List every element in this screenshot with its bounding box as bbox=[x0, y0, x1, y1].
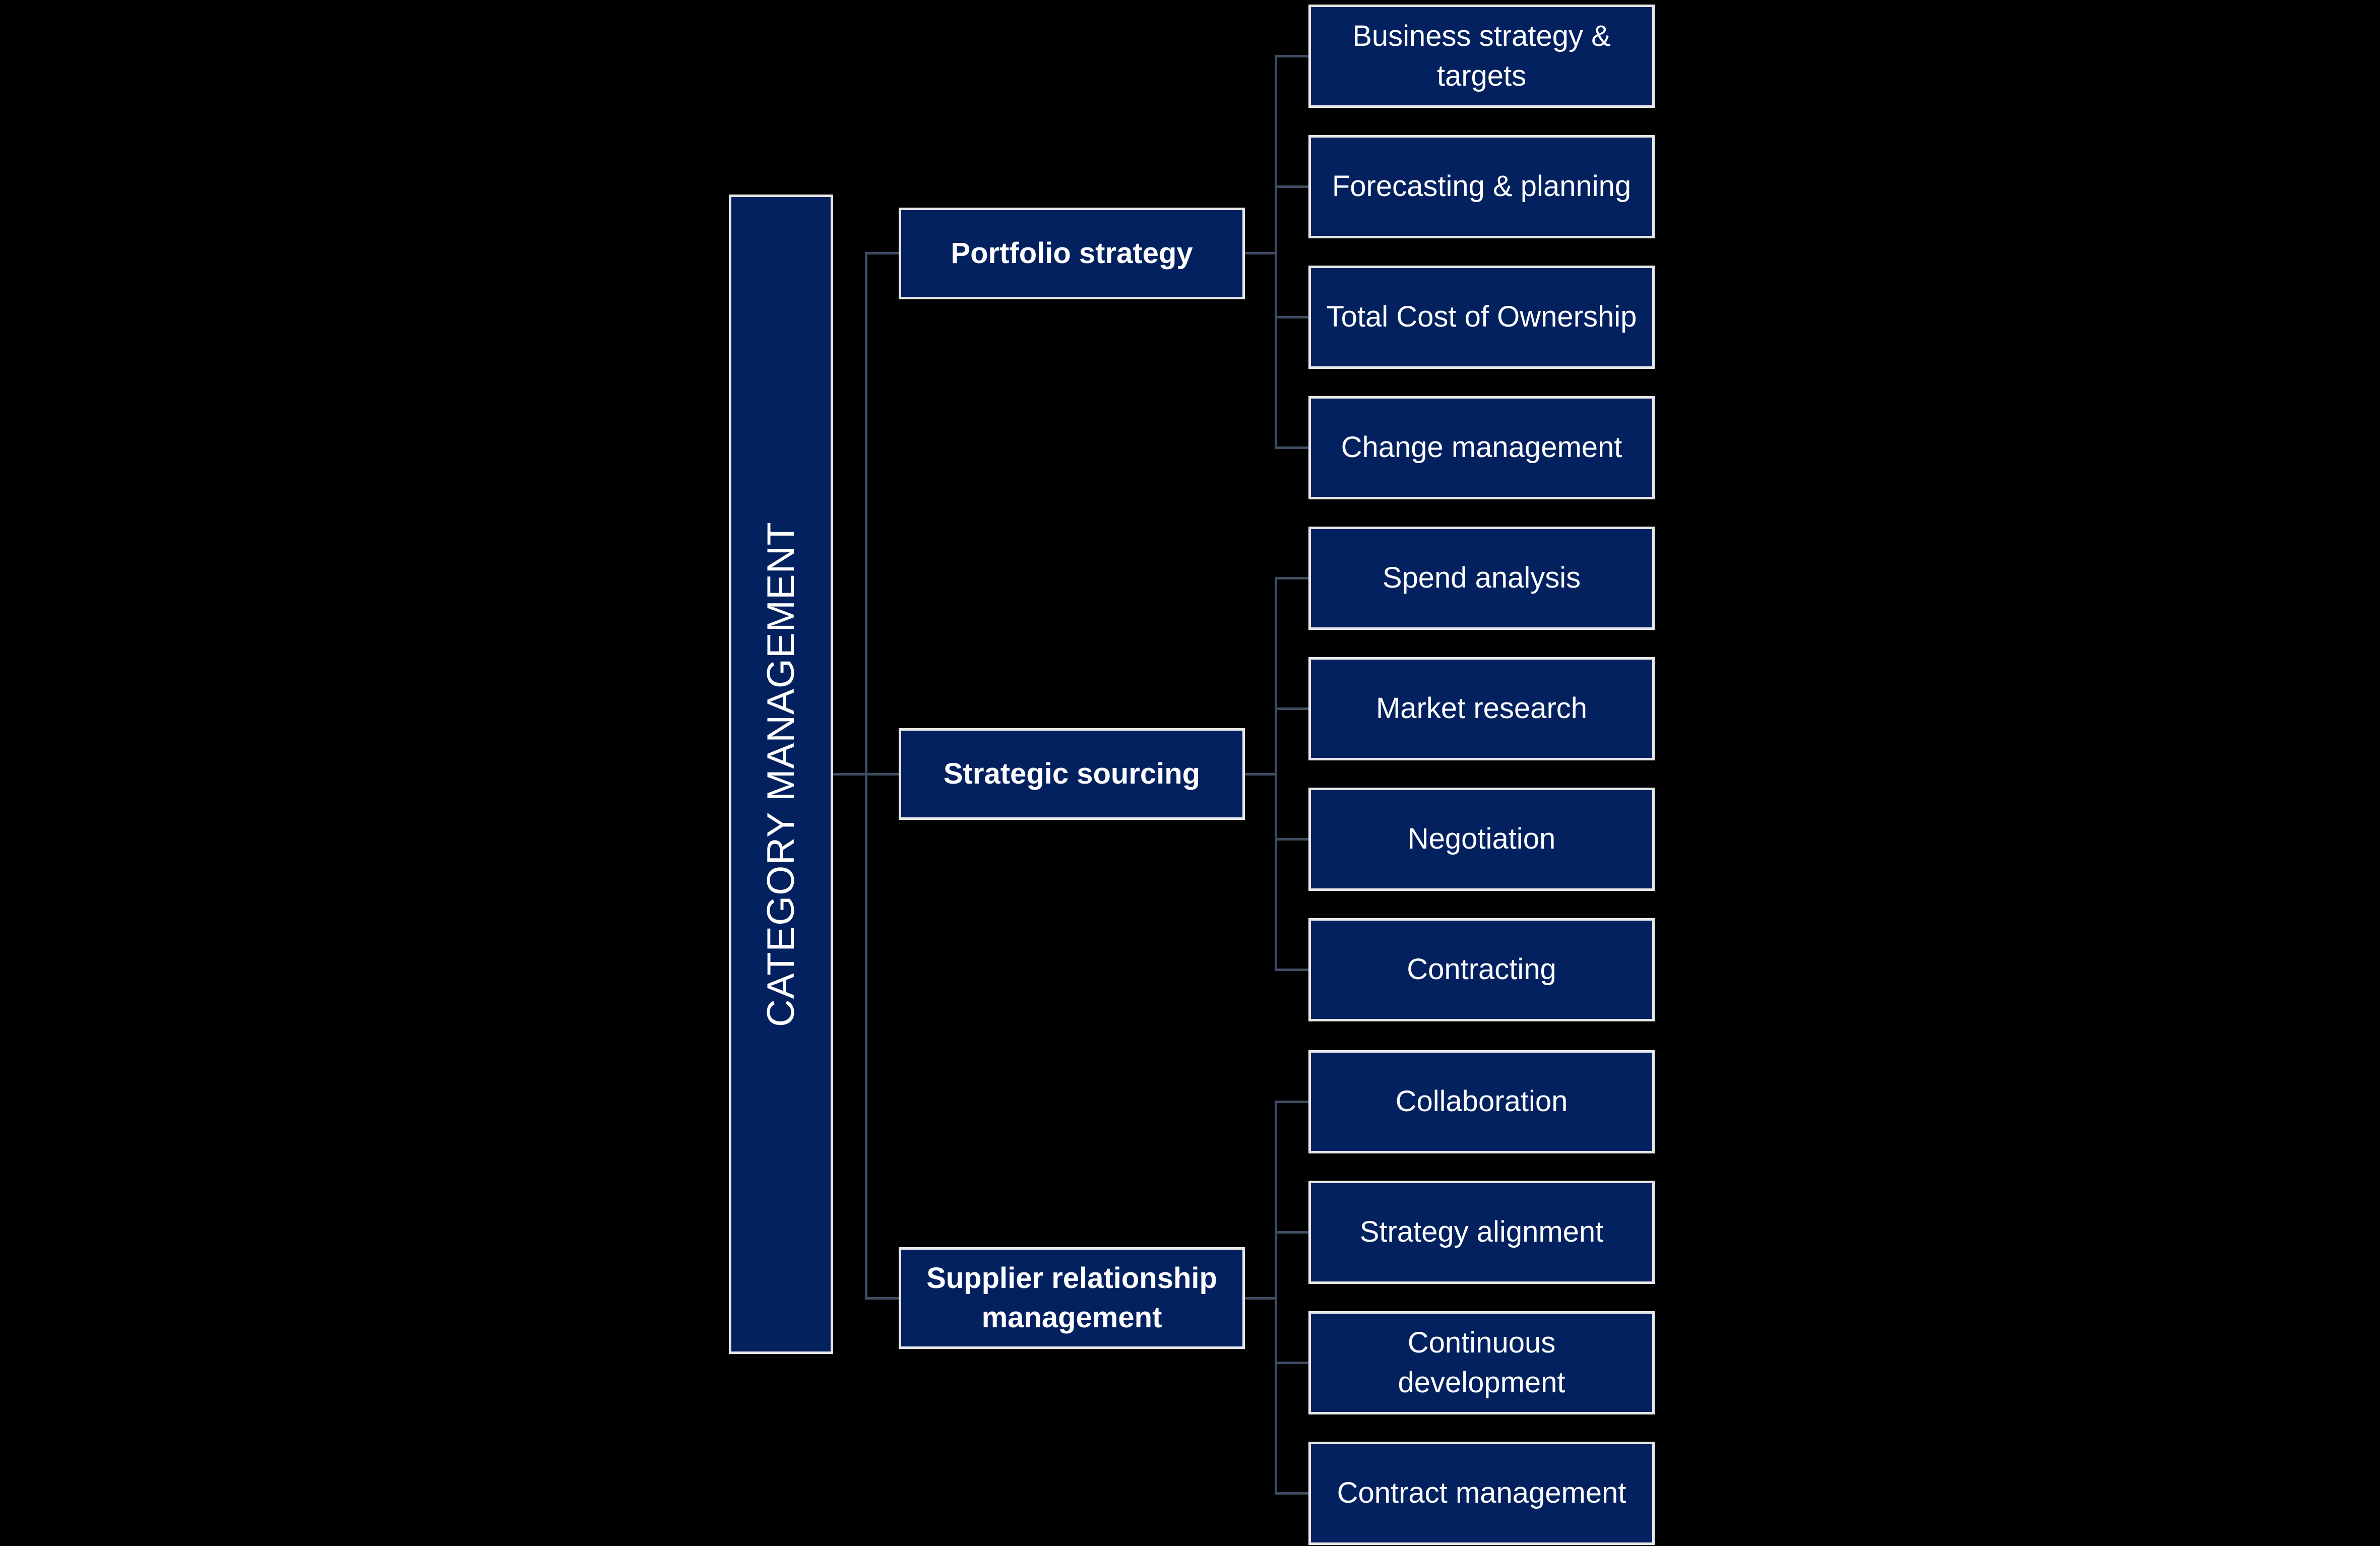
child-box-total-cost-of-ownership: Total Cost of Ownership bbox=[1308, 266, 1655, 369]
root-box-category-management: CATEGORY MANAGEMENT bbox=[729, 195, 833, 1354]
parent-box-strategic-sourcing: Strategic sourcing bbox=[899, 728, 1245, 820]
child-label-market-research: Market research bbox=[1375, 692, 1588, 725]
child-box-spend-analysis: Spend analysis bbox=[1308, 527, 1655, 630]
connector-g2-trunk bbox=[1275, 577, 1277, 971]
connector-g1-trunk bbox=[1275, 55, 1277, 449]
connector-g3-parent-stub bbox=[1245, 1297, 1275, 1300]
child-label-contract-management: Contract management bbox=[1337, 1476, 1626, 1510]
child-label-collaboration: Collaboration bbox=[1395, 1085, 1568, 1118]
child-label-total-cost-of-ownership: Total Cost of Ownership bbox=[1326, 300, 1637, 334]
child-box-forecasting-planning: Forecasting & planning bbox=[1308, 135, 1655, 238]
connector-g3-trunk bbox=[1275, 1101, 1277, 1495]
connector-g3-leaf1-stub bbox=[1275, 1101, 1308, 1103]
connector-stub-supplier bbox=[865, 1297, 899, 1300]
child-label-change-management: Change management bbox=[1341, 431, 1622, 464]
connector-g1-leaf4-stub bbox=[1275, 446, 1308, 449]
child-box-contracting: Contracting bbox=[1308, 918, 1655, 1021]
child-box-contract-management: Contract management bbox=[1308, 1442, 1655, 1545]
child-box-market-research: Market research bbox=[1308, 657, 1655, 760]
child-box-continuous-development: Continuous development bbox=[1308, 1311, 1655, 1414]
connector-g2-leaf2-stub bbox=[1275, 707, 1308, 710]
child-label-forecasting-planning: Forecasting & planning bbox=[1332, 170, 1632, 203]
connector-root-to-strategic bbox=[833, 773, 899, 776]
child-label-strategy-alignment: Strategy alignment bbox=[1359, 1215, 1604, 1249]
connector-g2-parent-stub bbox=[1245, 773, 1275, 776]
child-label-continuous-development: Continuous development bbox=[1398, 1326, 1565, 1399]
connector-g3-leaf3-stub bbox=[1275, 1362, 1308, 1364]
child-label-spend-analysis: Spend analysis bbox=[1382, 561, 1581, 595]
parent-box-supplier-relationship-management: Supplier relationship management bbox=[899, 1247, 1245, 1349]
child-label-contracting: Contracting bbox=[1407, 953, 1556, 986]
child-box-negotiation: Negotiation bbox=[1308, 788, 1655, 891]
connector-g1-leaf1-stub bbox=[1275, 55, 1308, 57]
connector-left-trunk bbox=[865, 252, 867, 1300]
child-box-strategy-alignment: Strategy alignment bbox=[1308, 1181, 1655, 1284]
connector-g3-leaf4-stub bbox=[1275, 1492, 1308, 1495]
connector-g2-leaf1-stub bbox=[1275, 577, 1308, 579]
connector-g2-leaf4-stub bbox=[1275, 969, 1308, 971]
child-label-business-strategy-targets: Business strategy & targets bbox=[1352, 20, 1611, 92]
connector-g3-leaf2-stub bbox=[1275, 1231, 1308, 1234]
connector-g1-leaf2-stub bbox=[1275, 185, 1308, 188]
parent-label-portfolio-strategy: Portfolio strategy bbox=[951, 236, 1193, 270]
child-box-collaboration: Collaboration bbox=[1308, 1050, 1655, 1153]
child-box-change-management: Change management bbox=[1308, 396, 1655, 499]
child-label-negotiation: Negotiation bbox=[1407, 822, 1556, 856]
child-box-business-strategy-targets: Business strategy & targets bbox=[1308, 5, 1655, 108]
connector-g2-leaf3-stub bbox=[1275, 838, 1308, 841]
connector-g1-parent-stub bbox=[1245, 252, 1275, 254]
parent-label-supplier-relationship-management: Supplier relationship management bbox=[926, 1261, 1217, 1334]
connector-g1-leaf3-stub bbox=[1275, 316, 1308, 318]
root-label: CATEGORY MANAGEMENT bbox=[760, 522, 803, 1027]
parent-box-portfolio-strategy: Portfolio strategy bbox=[899, 208, 1245, 299]
connector-stub-portfolio bbox=[865, 252, 899, 254]
parent-label-strategic-sourcing: Strategic sourcing bbox=[943, 757, 1201, 790]
